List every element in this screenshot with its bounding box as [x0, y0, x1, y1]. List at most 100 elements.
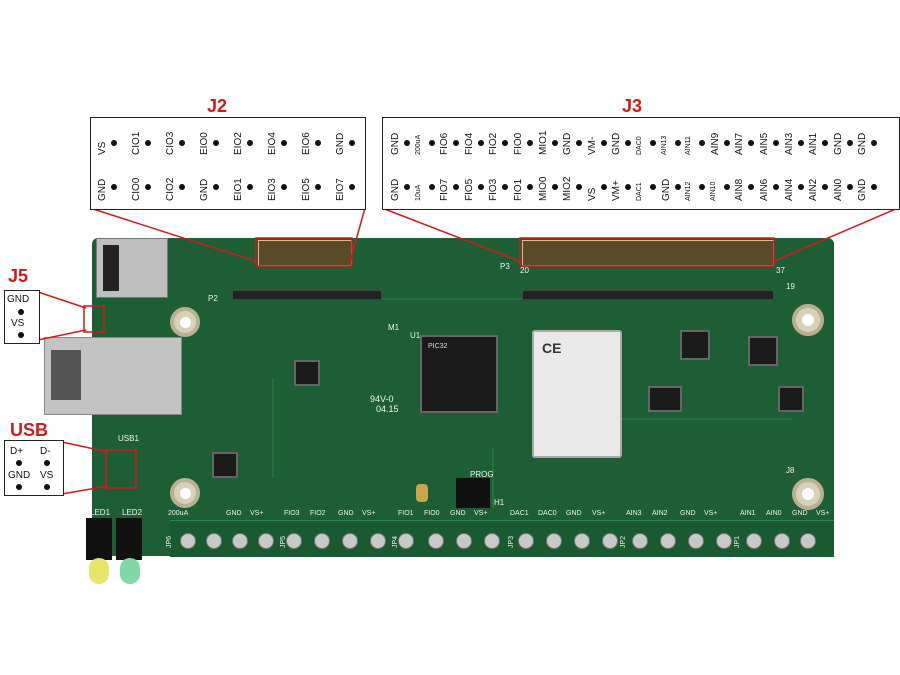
terminal-screw: [428, 533, 444, 549]
j3-pin-label: AIN9: [709, 132, 721, 155]
silk-term-label: VS+: [250, 510, 264, 517]
j3-pin-label: GND: [857, 178, 869, 201]
j2-pin-label: EIO3: [267, 178, 278, 201]
pin-dot: [600, 184, 607, 190]
silk-p3: P3: [500, 262, 510, 271]
pin-dot: [428, 184, 435, 190]
pin-dot: [748, 184, 755, 190]
j2-pin-label: CIO2: [165, 177, 176, 201]
pin-dot: [846, 184, 853, 190]
terminal-screw: [602, 533, 618, 549]
j3-pin-label: VM+: [611, 180, 623, 201]
j3-pin-label: GND: [832, 132, 844, 155]
pcb-trace: [272, 378, 274, 478]
j3-pin-label: AIN5: [759, 132, 770, 155]
silk-term-label: GND: [450, 510, 466, 517]
pin-dot: [281, 140, 287, 146]
usb-pin-label: D+: [10, 446, 24, 457]
led2-housing: [116, 518, 142, 560]
pin-dot: [477, 140, 484, 146]
mounting-hole: [792, 304, 824, 336]
terminal-screw: [398, 533, 414, 549]
pin-dot: [576, 184, 583, 190]
j3-title: J3: [622, 96, 643, 116]
terminal-screw: [456, 533, 472, 549]
silk-prog: PROG: [470, 470, 494, 479]
pad: [416, 484, 428, 502]
usb-pin-label: D-: [40, 446, 51, 457]
usb-highlight-box: [105, 449, 137, 489]
pin-dot: [404, 184, 410, 190]
j5-highlight-box: [83, 305, 105, 333]
pin-dot: [527, 184, 533, 190]
j3-pin-label: GND: [611, 132, 623, 155]
silk-term-label: GND: [566, 510, 582, 517]
ethernet-jack: [44, 337, 182, 415]
j3-pin-label: AIN12: [685, 181, 693, 201]
terminal-screw: [484, 533, 500, 549]
j3-pin-label: 10uA: [414, 184, 422, 201]
usb-callout-line-top: [61, 441, 109, 453]
j3-pin-label: FIO5: [463, 178, 475, 201]
ic-chip: [212, 452, 238, 478]
pin-dot: [247, 184, 253, 190]
silk-term-label: FIO1: [398, 510, 414, 517]
j3-pin-label: MIO0: [537, 176, 549, 201]
wifi-module: CE: [532, 330, 622, 458]
usb-pin-label: GND: [8, 470, 31, 481]
silk-term-label: DAC0: [538, 510, 557, 517]
pin-dot: [871, 140, 878, 146]
terminal-screw: [800, 533, 816, 549]
silk-term-label: VS+: [816, 510, 830, 517]
usb-pinout-box: [4, 440, 64, 496]
terminal-screw: [180, 533, 196, 549]
pin-dot: [699, 184, 706, 190]
silk-term-label: 200uA: [168, 510, 189, 517]
terminal-screw: [716, 533, 732, 549]
j3-pin-label: AIN11: [685, 136, 693, 155]
j2-pin-label: CIO0: [131, 177, 142, 201]
j3-pin-label: FIO4: [463, 132, 475, 155]
mounting-hole: [170, 307, 200, 337]
j2-pin-label: GND: [199, 178, 210, 201]
pin-dot: [213, 140, 219, 146]
pin-dot: [145, 140, 151, 146]
pin-dot: [822, 184, 829, 190]
pin-dot: [315, 184, 321, 190]
ic-chip: [778, 386, 804, 412]
j3-pin-label: VS: [586, 187, 598, 201]
silk-pin37: 37: [776, 266, 785, 275]
pin-dot: [797, 140, 804, 146]
silk-term-label: GND: [226, 510, 242, 517]
prog-header: [456, 478, 490, 508]
led2-green: [120, 558, 140, 584]
j2-pin-label: VS: [97, 141, 108, 155]
silk-term-label: GND: [338, 510, 354, 517]
j3-pin-label: FIO2: [488, 132, 500, 155]
pin-dot: [822, 140, 829, 146]
j3-pin-label: AIN2: [808, 178, 820, 201]
j3-pin-label: GND: [857, 132, 869, 155]
pin-dot: [145, 184, 151, 190]
j2-pin-label: EIO4: [267, 132, 278, 155]
silk-j8: J8: [786, 466, 795, 475]
sd-card-slot: [96, 238, 168, 298]
ic-chip: [680, 330, 710, 360]
pin-dot: [453, 184, 460, 190]
j2-pin-label: EIO7: [335, 178, 346, 201]
j5-callout-line-top: [37, 291, 87, 309]
silk-u1: U1: [410, 331, 421, 340]
terminal-screw: [746, 533, 762, 549]
pin-dot: [453, 140, 460, 146]
sd-card-slot-opening: [103, 245, 119, 291]
j3-pin-label: DAC0: [636, 136, 643, 155]
ce-mark-icon: CE: [542, 340, 562, 356]
j3-pin-label: GND: [390, 132, 401, 155]
j2-pin-label: CIO1: [131, 131, 142, 155]
terminal-screw: [206, 533, 222, 549]
pic32-microcontroller: PIC32: [420, 335, 498, 413]
pin-dot: [349, 140, 355, 146]
pin-dot: [502, 140, 509, 146]
silk-p2: P2: [208, 294, 218, 303]
